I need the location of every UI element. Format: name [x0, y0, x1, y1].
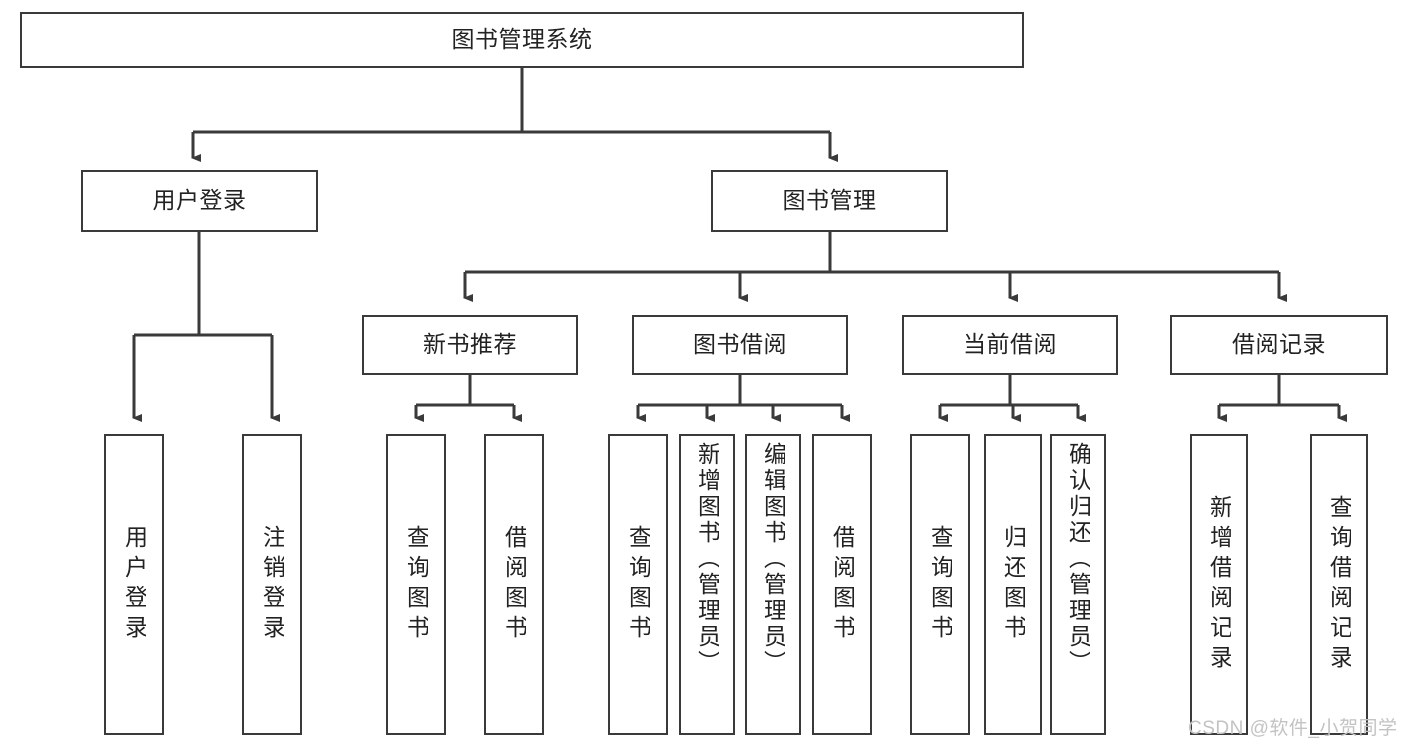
connector-bookborrow-to-leaves: [636, 375, 850, 422]
node-user-login-label: 用户登录: [152, 187, 247, 214]
node-leaf-query-record[interactable]: 查询借阅记录: [1310, 434, 1368, 735]
node-leaf-edit-book[interactable]: 编辑图书（管理员）: [745, 434, 801, 735]
node-current-borrow[interactable]: 当前借阅: [902, 315, 1118, 375]
connector-bookmanage-to-level3: [463, 232, 1287, 302]
node-borrow-record[interactable]: 借阅记录: [1170, 315, 1388, 375]
node-leaf-return-book-label: 归还图书: [1001, 524, 1025, 645]
node-root[interactable]: 图书管理系统: [20, 12, 1024, 68]
node-leaf-query-book-2-label: 查询图书: [626, 524, 650, 645]
node-borrow-record-label: 借阅记录: [1232, 331, 1326, 358]
connector-userlogin-to-leaves: [132, 232, 280, 422]
node-leaf-query-book-3-label: 查询图书: [928, 524, 952, 645]
node-book-borrow[interactable]: 图书借阅: [632, 315, 848, 375]
node-leaf-user-logout-label: 注销登录: [260, 524, 284, 645]
node-user-login[interactable]: 用户登录: [81, 170, 318, 232]
node-book-manage[interactable]: 图书管理: [711, 170, 948, 232]
node-new-book-recommend[interactable]: 新书推荐: [362, 315, 578, 375]
node-leaf-query-book-3[interactable]: 查询图书: [910, 434, 970, 735]
node-leaf-edit-book-label: 编辑图书（管理员）: [761, 442, 785, 676]
node-leaf-query-book-1[interactable]: 查询图书: [386, 434, 446, 735]
connector-currentborrow-to-leaves: [938, 375, 1086, 422]
node-book-borrow-label: 图书借阅: [693, 331, 787, 358]
node-leaf-confirm-return[interactable]: 确认归还（管理员）: [1050, 434, 1106, 735]
node-leaf-query-book-1-label: 查询图书: [404, 524, 428, 645]
node-leaf-borrow-book-2[interactable]: 借阅图书: [812, 434, 872, 735]
node-leaf-query-record-label: 查询借阅记录: [1327, 494, 1351, 675]
node-leaf-add-book[interactable]: 新增图书（管理员）: [679, 434, 735, 735]
node-leaf-confirm-return-label: 确认归还（管理员）: [1066, 442, 1090, 676]
node-leaf-add-record[interactable]: 新增借阅记录: [1190, 434, 1248, 735]
node-leaf-query-book-2[interactable]: 查询图书: [608, 434, 668, 735]
connector-borrowrecord-to-leaves: [1217, 375, 1347, 422]
node-current-borrow-label: 当前借阅: [963, 331, 1057, 358]
node-leaf-return-book[interactable]: 归还图书: [984, 434, 1042, 735]
node-leaf-add-record-label: 新增借阅记录: [1207, 494, 1231, 675]
connector-newbook-to-leaves: [414, 375, 522, 422]
node-leaf-borrow-book-1[interactable]: 借阅图书: [484, 434, 544, 735]
node-leaf-user-logout[interactable]: 注销登录: [242, 434, 302, 735]
node-leaf-user-login-label: 用户登录: [122, 524, 146, 645]
node-leaf-add-book-label: 新增图书（管理员）: [695, 442, 719, 676]
node-leaf-borrow-book-2-label: 借阅图书: [830, 524, 854, 645]
node-new-book-recommend-label: 新书推荐: [423, 331, 517, 358]
node-book-manage-label: 图书管理: [782, 187, 877, 214]
connector-root-to-level2: [191, 68, 838, 162]
node-root-label: 图书管理系统: [451, 26, 593, 53]
node-leaf-user-login[interactable]: 用户登录: [104, 434, 164, 735]
node-leaf-borrow-book-1-label: 借阅图书: [502, 524, 526, 645]
